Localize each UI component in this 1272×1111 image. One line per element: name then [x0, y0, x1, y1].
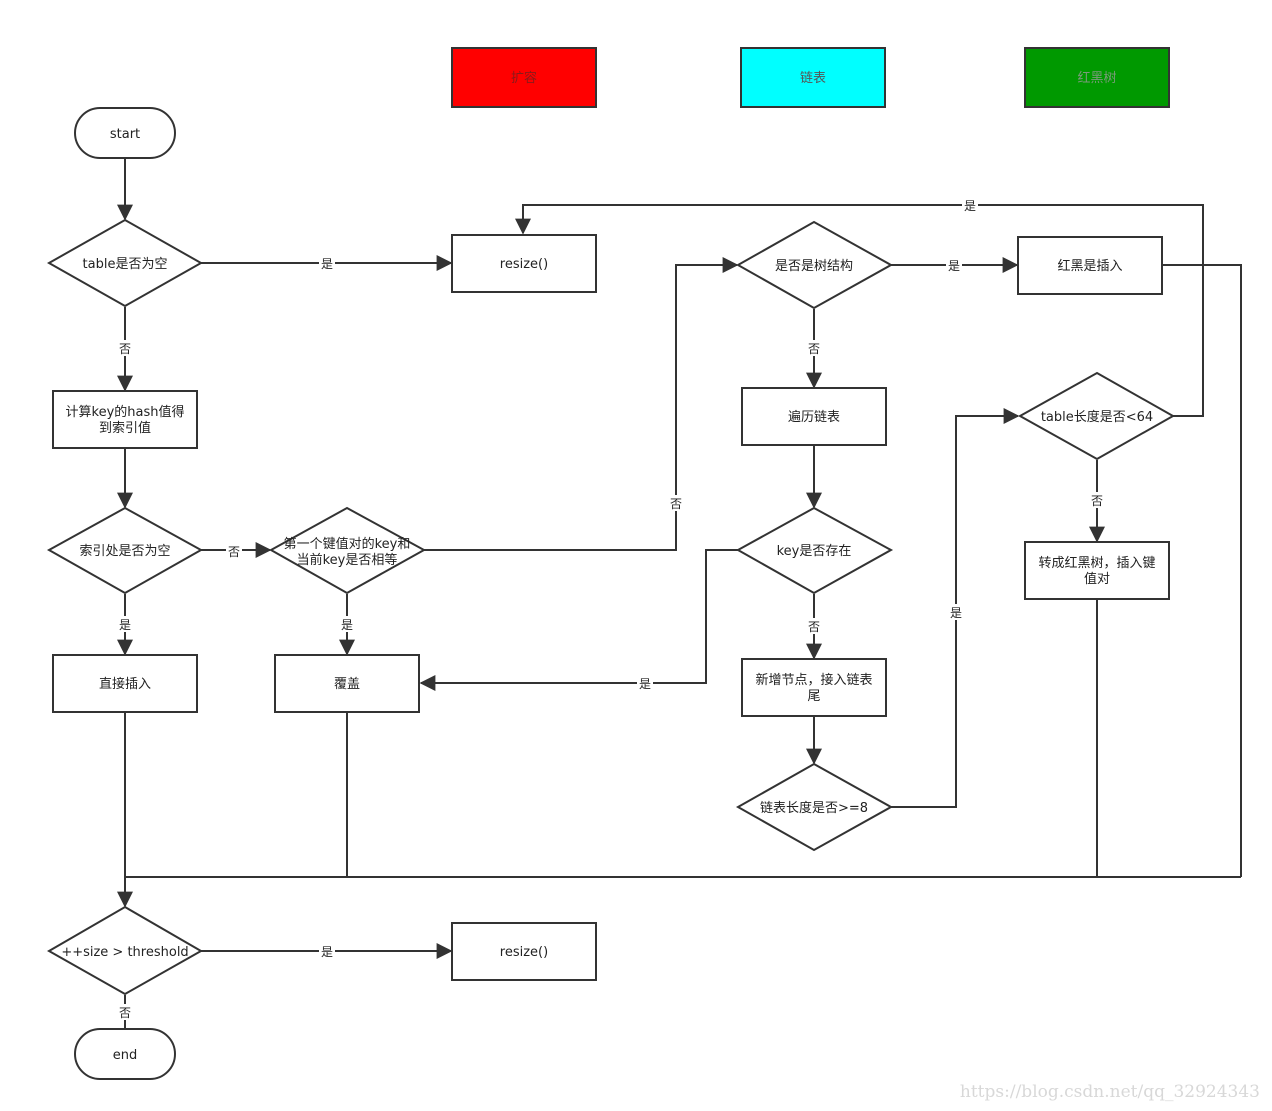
legend-linked-list: 链表	[740, 47, 886, 108]
svg-text:是: 是	[321, 945, 333, 959]
node-end: end	[74, 1028, 176, 1080]
node-first-key-equal-decision: 第一个键值对的key和 当前key是否相等	[268, 506, 427, 595]
legend-red-black-tree-label: 红黑树	[1077, 70, 1116, 86]
edge-label-index-empty-yes: 是	[117, 616, 133, 632]
svg-text:计算key的hash值得: 计算key的hash值得	[66, 404, 185, 420]
svg-text:第一个键值对的key和: 第一个键值对的key和	[284, 536, 411, 552]
edge-label-first-key-no: 否	[668, 495, 684, 511]
legend-resize-label: 扩容	[511, 70, 537, 86]
node-resize-top: resize()	[451, 234, 597, 293]
node-overwrite: 覆盖	[274, 654, 420, 713]
svg-text:否: 否	[119, 342, 131, 356]
edge-label-key-exists-no: 否	[806, 618, 822, 634]
edge-label-table-empty-no: 否	[117, 340, 133, 356]
svg-text:否: 否	[1091, 494, 1103, 508]
svg-text:key是否存在: key是否存在	[777, 544, 852, 559]
edge-label-size-threshold-yes: 是	[319, 943, 335, 959]
svg-text:新增节点，接入链表: 新增节点，接入链表	[755, 672, 872, 688]
edge-first-key-to-is-tree	[424, 257, 739, 551]
legend-resize-swatch	[451, 47, 597, 108]
node-size-threshold-decision: ++size > threshold	[46, 905, 204, 996]
edge-label-is-tree-no: 否	[806, 340, 822, 356]
legend-linked-list-label: 链表	[800, 71, 826, 86]
node-key-exists-decision: key是否存在	[735, 506, 894, 595]
node-new-node: 新增节点，接入链表 尾	[741, 658, 887, 717]
svg-text:否: 否	[670, 497, 682, 511]
svg-text:start: start	[110, 127, 140, 142]
legend: 扩容 链表 红黑树	[451, 47, 1170, 108]
watermark: https://blog.csdn.net/qq_32924343	[960, 1082, 1260, 1102]
node-direct-insert: 直接插入	[52, 654, 198, 713]
legend-resize: 扩容	[451, 47, 597, 108]
edge-label-table-length-yes: 是	[962, 197, 978, 213]
svg-text:是: 是	[950, 606, 962, 620]
legend-red-black-tree: 红黑树	[1024, 47, 1170, 108]
svg-text:是: 是	[119, 618, 131, 632]
svg-text:否: 否	[808, 342, 820, 356]
legend-linked-list-swatch	[740, 47, 886, 108]
svg-text:链表长度是否>=8: 链表长度是否>=8	[760, 800, 868, 816]
node-traverse-list: 遍历链表	[741, 387, 887, 446]
node-rb-insert: 红黑是插入	[1017, 236, 1163, 295]
node-table-length-decision: table长度是否<64	[1017, 371, 1176, 461]
svg-text:覆盖: 覆盖	[334, 677, 360, 692]
svg-text:红黑是插入: 红黑是插入	[1057, 258, 1122, 274]
edge-label-is-tree-yes: 是	[946, 257, 962, 273]
svg-text:table是否为空: table是否为空	[83, 257, 168, 272]
svg-text:值对: 值对	[1084, 571, 1110, 587]
svg-text:resize(): resize()	[500, 945, 548, 960]
legend-red-black-tree-swatch	[1024, 47, 1170, 108]
edge-label-table-empty-yes: 是	[319, 255, 335, 271]
node-resize-bottom: resize()	[451, 922, 597, 981]
node-table-empty-decision: table是否为空	[46, 218, 204, 308]
svg-text:直接插入: 直接插入	[99, 676, 151, 692]
svg-text:转成红黑树，插入键: 转成红黑树，插入键	[1038, 555, 1155, 571]
nodes: start table是否为空 resize() 计算key的hash值得 到索…	[46, 107, 1176, 1080]
svg-text:否: 否	[228, 545, 240, 559]
edge-label-index-empty-no: 否	[226, 543, 242, 559]
node-index-empty-decision: 索引处是否为空	[46, 506, 204, 595]
edge-label-table-length-no: 否	[1089, 492, 1105, 508]
svg-text:table长度是否<64: table长度是否<64	[1041, 409, 1153, 425]
edge-key-exists-to-overwrite	[419, 549, 738, 691]
edge-table-length-to-resize	[515, 204, 1204, 417]
svg-text:是: 是	[639, 677, 651, 691]
edge-label-key-exists-yes: 是	[637, 675, 653, 691]
edge-labels: 是 否 否 是 是 否 是 否	[117, 197, 1105, 1020]
svg-text:是否是树结构: 是否是树结构	[775, 259, 853, 274]
svg-text:是: 是	[321, 257, 333, 271]
svg-text:++size > threshold: ++size > threshold	[61, 945, 188, 960]
svg-text:是: 是	[341, 618, 353, 632]
svg-text:否: 否	[808, 620, 820, 634]
edges	[117, 158, 1242, 1028]
svg-text:遍历链表: 遍历链表	[788, 409, 840, 425]
node-is-tree-decision: 是否是树结构	[735, 220, 894, 310]
svg-text:当前key是否相等: 当前key是否相等	[297, 552, 398, 568]
edge-label-first-key-yes: 是	[339, 616, 355, 632]
node-to-tree: 转成红黑树，插入键 值对	[1024, 541, 1170, 600]
node-list-length-decision: 链表长度是否>=8	[735, 762, 894, 852]
svg-text:索引处是否为空: 索引处是否为空	[79, 544, 170, 559]
svg-text:到索引值: 到索引值	[99, 420, 151, 436]
edge-rb-insert-to-merge	[1162, 264, 1242, 877]
node-start: start	[74, 107, 176, 159]
svg-text:是: 是	[964, 199, 976, 213]
svg-text:end: end	[113, 1048, 138, 1063]
edge-label-list-length-yes: 是	[948, 604, 964, 620]
svg-text:否: 否	[119, 1006, 131, 1020]
svg-text:resize(): resize()	[500, 257, 548, 272]
svg-text:是: 是	[948, 259, 960, 273]
node-compute-hash: 计算key的hash值得 到索引值	[52, 390, 198, 449]
edge-label-size-threshold-no: 否	[117, 1004, 133, 1020]
svg-text:尾: 尾	[807, 689, 820, 704]
